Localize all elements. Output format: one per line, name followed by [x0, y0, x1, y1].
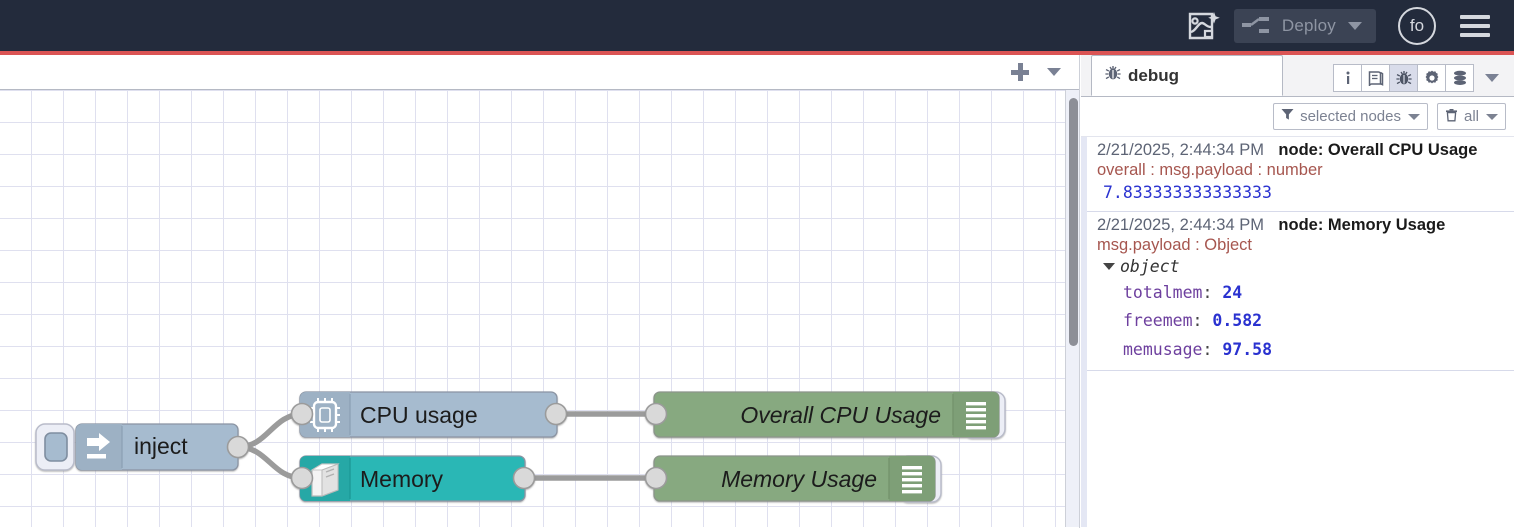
node-inject-label: inject [134, 433, 188, 459]
node-overall-cpu-usage-label: Overall CPU Usage [740, 402, 941, 428]
debug-object-entry: memusage: 97.58 [1123, 339, 1273, 359]
sidebar-tabbar: debug [1081, 55, 1514, 97]
debug-message-property: msg.payload : Object [1097, 235, 1252, 254]
node-overall-cpu-usage[interactable]: Overall CPU Usage [644, 391, 1006, 439]
debug-message-property: overall : msg.payload : number [1097, 161, 1323, 179]
help-book-icon[interactable] [1361, 64, 1390, 92]
info-icon[interactable] [1333, 64, 1362, 92]
deploy-label: Deploy [1281, 15, 1336, 35]
bug-icon[interactable] [1389, 64, 1418, 92]
debug-object-value: 97.58 [1222, 339, 1273, 359]
inject-output-port [226, 435, 250, 459]
scrollbar-thumb[interactable] [1069, 98, 1078, 346]
debug-object-label: object [1120, 257, 1180, 277]
cpu-input-port [290, 402, 314, 426]
debug-message-source-node: node: Memory Usage [1278, 215, 1446, 234]
header-accent-bar [0, 51, 1514, 55]
debug-message-value: 7.833333333333333 [1103, 182, 1272, 202]
chevron-down-icon[interactable] [1037, 55, 1071, 89]
server-tower-icon [310, 463, 340, 497]
hamburger-menu-icon[interactable] [1460, 14, 1490, 37]
chevron-down-icon [1407, 108, 1420, 125]
filter-funnel-icon [1281, 108, 1294, 125]
debug-message[interactable]: 2/21/2025, 2:44:34 PM node: Overall CPU … [1087, 137, 1514, 212]
tab-debug-label: debug [1128, 65, 1179, 85]
trash-icon [1445, 108, 1458, 126]
debug-object-value: 0.582 [1212, 311, 1263, 331]
sidebar-icon-buttons [1333, 64, 1514, 96]
debug-object-value: 24 [1222, 283, 1243, 303]
filter-selected-nodes-button[interactable]: selected nodes [1273, 103, 1428, 130]
flow-canvas[interactable]: inject [0, 90, 1079, 527]
bug-icon [1104, 64, 1122, 87]
clear-messages-label: all [1463, 108, 1479, 125]
flow-tabbar [0, 55, 1079, 90]
plus-icon[interactable] [1003, 55, 1037, 89]
tab-debug[interactable]: debug [1091, 55, 1283, 96]
debug-object-toggle[interactable]: object [1097, 255, 1510, 279]
node-memory[interactable]: Memory [290, 455, 536, 502]
node-memory-usage-label: Memory Usage [721, 466, 877, 492]
debug-message-timestamp: 2/21/2025, 2:44:34 PM [1097, 215, 1264, 234]
filter-selected-nodes-label: selected nodes [1300, 108, 1401, 125]
chevron-down-icon[interactable] [1478, 64, 1506, 92]
debug-object-key: memusage [1123, 339, 1203, 359]
workspace: inject [0, 55, 1080, 528]
triangle-down-icon [1103, 263, 1115, 271]
memory-output-port [512, 466, 536, 490]
canvas-vertical-scrollbar[interactable] [1065, 90, 1079, 527]
debug-object-key: freemem [1123, 311, 1193, 331]
overall-input-port [644, 402, 668, 426]
inject-arrow-icon [87, 433, 110, 459]
sidebar: debug [1081, 55, 1514, 528]
deploy-button[interactable]: Deploy [1233, 8, 1376, 43]
chevron-down-icon [1486, 108, 1498, 125]
debug-message-list[interactable]: 2/21/2025, 2:44:34 PM node: Overall CPU … [1081, 137, 1514, 527]
debug-message-source-node: node: Overall CPU Usage [1278, 141, 1478, 159]
node-cpu-usage[interactable]: CPU usage [290, 391, 568, 438]
clear-messages-button[interactable]: all [1436, 103, 1506, 130]
cpu-output-port [544, 402, 568, 426]
debug-object-entry: freemem: 0.582 [1123, 311, 1263, 331]
memory-input-port [290, 466, 314, 490]
debug-filter-bar: selected nodes all [1081, 97, 1514, 137]
deploy-node-icon [1241, 16, 1272, 36]
node-inject[interactable]: inject [35, 423, 250, 471]
debug-object-entry: totalmem: 24 [1123, 283, 1243, 303]
debug-message-timestamp: 2/21/2025, 2:44:34 PM [1097, 141, 1264, 159]
node-memory-usage[interactable]: Memory Usage [644, 455, 942, 503]
debug-lines-icon [902, 466, 922, 494]
gear-icon[interactable] [1417, 64, 1446, 92]
avatar[interactable]: fo [1398, 6, 1436, 45]
node-memory-label: Memory [360, 466, 444, 492]
debug-message[interactable]: 2/21/2025, 2:44:34 PM node: Memory Usage… [1087, 212, 1514, 372]
context-data-stack-icon[interactable] [1445, 64, 1474, 92]
debug-lines-icon [966, 402, 986, 430]
node-cpu-usage-label: CPU usage [360, 402, 478, 428]
debug-list-empty-area [1087, 371, 1514, 527]
debug-object-key: totalmem [1123, 283, 1203, 303]
avatar-initials: fo [1409, 15, 1425, 35]
app-header: Deploy fo [0, 0, 1514, 51]
flow-assistant-icon[interactable] [1182, 6, 1226, 46]
chevron-down-icon[interactable] [1348, 21, 1362, 30]
memusage-input-port [644, 466, 668, 490]
